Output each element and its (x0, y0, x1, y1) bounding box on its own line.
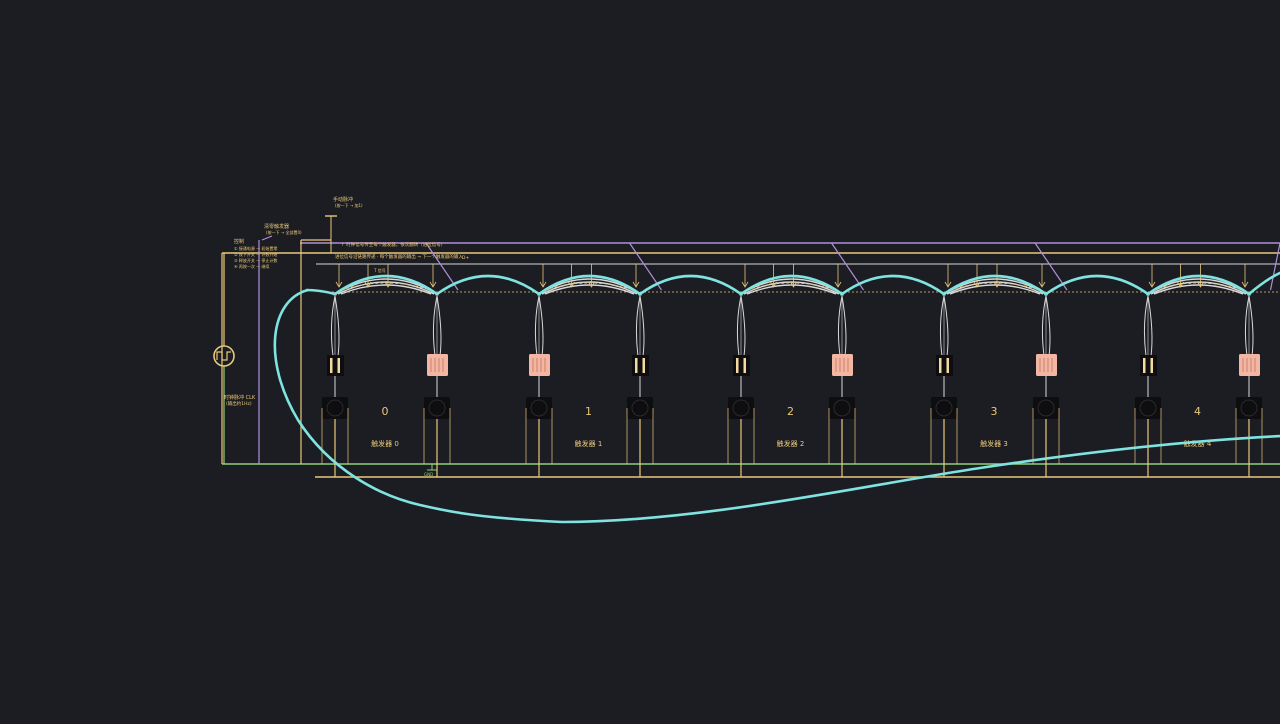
relay-lead-wire (1245, 296, 1249, 356)
stage-name: 触发器 3 (980, 439, 1008, 448)
purple-feed-line (1271, 243, 1280, 290)
pulse-switch-title: 手动脉冲 (333, 196, 353, 203)
stage-name: 触发器 0 (371, 439, 399, 448)
relay-lead-wire (1042, 296, 1046, 356)
relay-unit[interactable] (1236, 292, 1262, 477)
relay-coil-icon[interactable] (832, 354, 853, 376)
relay-lead-wire (1148, 296, 1152, 356)
reset-switch-lever-icon[interactable] (262, 236, 272, 240)
relay-unit[interactable] (1033, 292, 1059, 477)
switch-module-icon[interactable] (632, 355, 649, 376)
stage-digit: 3 (991, 405, 998, 418)
stage-digit: 1 (585, 405, 592, 418)
switch-contact (635, 358, 638, 373)
stage-name: 触发器 2 (777, 439, 805, 448)
stage-digit: 2 (787, 405, 794, 418)
relay-unit[interactable] (1135, 292, 1161, 477)
relay-lead-wire (940, 296, 944, 356)
control-line-2: ② 按下开关 一 计数开始 (234, 251, 277, 257)
relay-unit[interactable] (526, 292, 552, 477)
switch-contact (736, 358, 739, 373)
relay-lead-wire (944, 296, 948, 356)
relay-unit[interactable] (322, 292, 348, 477)
relay-lead-wire (331, 296, 335, 356)
relay-coil-icon[interactable] (529, 354, 550, 376)
switch-contact (1143, 358, 1146, 373)
clock-label: 时钟脉冲 CLK (224, 394, 256, 401)
relay-lead-wire (636, 296, 640, 356)
reset-switch-sub: (按一下 → 全部置0) (266, 229, 302, 235)
switch-contact (744, 358, 747, 373)
relay-lead-wire (640, 296, 644, 356)
relay-lead-wire (539, 296, 543, 356)
switch-contact (939, 358, 942, 373)
clock-source[interactable]: 时钟脉冲 CLK (输出约1Hz) (214, 346, 256, 407)
carry-arc (944, 279, 1046, 294)
relay-unit[interactable] (931, 292, 957, 477)
relay-lead-wire (1144, 296, 1148, 356)
relay-unit[interactable] (424, 292, 450, 477)
stage-digit: 4 (1194, 405, 1201, 418)
square-wave-icon (217, 352, 231, 360)
relay-lead-wire (1046, 296, 1050, 356)
control-line-4: ④ 再按一次 一 继续 (234, 263, 269, 269)
relay-lead-wire (535, 296, 539, 356)
bus-tag-left: T 信号 (373, 267, 386, 273)
control-line-1: ① 接通电源 一 初始置零 (234, 245, 277, 251)
switch-contact (330, 358, 333, 373)
bus-note-2: 进位信号沿链路传递 · 每个触发器的输出 → 下一个触发器的输入 (335, 253, 463, 260)
pulse-switch-sub: (按一下 → 加1) (335, 202, 363, 208)
relay-lead-wire (737, 296, 741, 356)
relay-lead-wire (1249, 296, 1253, 356)
relay-unit[interactable] (627, 292, 653, 477)
switch-module-icon[interactable] (327, 355, 344, 376)
control-title: 控制 (234, 238, 244, 245)
relay-lead-wire (741, 296, 745, 356)
bus-note-1: ↑ 时钟信号传至每个触发器，依次翻转（进位信号） (341, 241, 445, 248)
relay-lead-wire (433, 296, 437, 356)
switch-module-icon[interactable] (1140, 355, 1157, 376)
relay-coil-icon[interactable] (1239, 354, 1260, 376)
ground-label: GND (424, 472, 433, 477)
relay-unit[interactable] (728, 292, 754, 477)
relay-coil-icon[interactable] (1036, 354, 1057, 376)
stage-name: 触发器 1 (575, 439, 603, 448)
clock-sub-label: (输出约1Hz) (226, 400, 252, 407)
relay-unit[interactable] (829, 292, 855, 477)
stage-digit: 0 (382, 405, 389, 418)
control-notes: 控制 ① 接通电源 一 初始置零 ② 按下开关 一 计数开始 ③ 释放开关 一 … (234, 238, 277, 269)
switch-module-icon[interactable] (733, 355, 750, 376)
relay-lead-wire (838, 296, 842, 356)
relay-coil-icon[interactable] (427, 354, 448, 376)
reset-switch[interactable]: 清零触发器 (按一下 → 全部置0) (262, 223, 302, 240)
switch-contact (643, 358, 646, 373)
relay-lead-wire (842, 296, 846, 356)
carry-wires (275, 272, 1280, 522)
switch-contact (947, 358, 950, 373)
switch-contact (1151, 358, 1154, 373)
reset-switch-title: 清零触发器 (264, 223, 289, 230)
pulse-switch[interactable]: 手动脉冲 (按一下 → 加1) (325, 196, 363, 224)
switch-contact (338, 358, 341, 373)
relay-lead-wire (437, 296, 441, 356)
control-line-3: ③ 释放开关 一 停止计数 (234, 257, 277, 263)
relay-lead-wire (335, 296, 339, 356)
bus-tag: D+ (462, 255, 469, 261)
switch-module-icon[interactable] (936, 355, 953, 376)
